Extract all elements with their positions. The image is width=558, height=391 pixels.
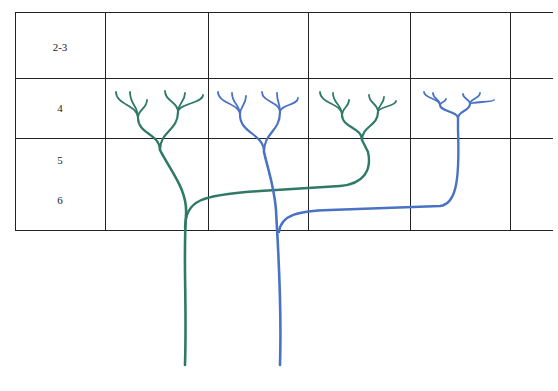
lineages — [160, 118, 458, 365]
tree-branch — [277, 93, 280, 112]
tree-branch — [440, 99, 446, 105]
tree-branch — [342, 100, 349, 115]
grid-line — [410, 12, 411, 231]
row-label: 4 — [57, 103, 63, 114]
tree-branch — [116, 92, 138, 118]
grid-line — [15, 12, 553, 13]
grid-line — [15, 78, 553, 79]
tree-branch — [178, 95, 203, 112]
tree-branch — [138, 118, 160, 150]
tree-branch — [362, 112, 378, 140]
row-label: 5 — [57, 155, 63, 166]
tree-branch — [342, 115, 362, 140]
grid-line — [15, 138, 553, 139]
tree-branch — [378, 101, 396, 112]
row-label: 6 — [57, 195, 63, 206]
tree-branch — [165, 91, 178, 112]
row-label: 2-3 — [53, 42, 68, 53]
green-trunk — [160, 150, 186, 365]
tree-branch — [369, 95, 378, 112]
tree-branch — [320, 92, 342, 115]
blue-trunk — [264, 152, 281, 365]
table-grid — [15, 12, 553, 231]
tree-branch — [280, 98, 298, 112]
grid-line — [15, 12, 16, 231]
blue-branch — [279, 118, 458, 232]
grid-line — [308, 12, 309, 231]
tree-crown — [320, 92, 396, 140]
tree-branch — [218, 92, 240, 115]
tree-branch — [240, 115, 264, 152]
tree-branch — [458, 104, 470, 118]
tree-branch — [240, 96, 246, 115]
tree-branch — [232, 93, 240, 115]
tree-branch — [470, 100, 494, 104]
tree-branch — [138, 100, 147, 118]
grid-line — [15, 230, 553, 231]
tree-branch — [160, 112, 178, 150]
tree-branch — [463, 94, 470, 104]
tree-crown — [218, 92, 298, 152]
tree-crown — [116, 91, 203, 150]
grid-line — [105, 12, 106, 231]
tree-branch — [264, 112, 280, 152]
tree-crown — [424, 92, 494, 118]
tree-branch — [424, 92, 440, 105]
grid-line — [510, 12, 511, 231]
tree-crowns — [116, 91, 494, 152]
tree-branch — [262, 92, 280, 112]
tree-branch — [440, 105, 458, 118]
tree-branch — [130, 92, 138, 118]
tree-branch — [333, 93, 342, 115]
tree-branch — [433, 93, 440, 105]
